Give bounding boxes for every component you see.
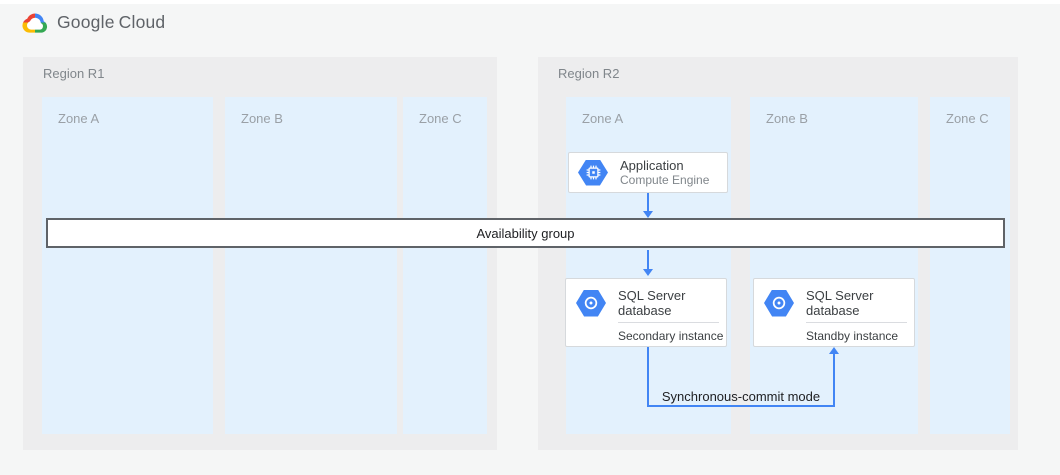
availability-group-band: Availability group bbox=[46, 218, 1005, 248]
band-to-sql-connector-line bbox=[647, 250, 649, 270]
application-card-title: Application bbox=[620, 158, 684, 173]
compute-engine-icon bbox=[578, 159, 608, 186]
zone-label: Zone B bbox=[241, 111, 283, 126]
top-strip bbox=[0, 0, 1060, 4]
region-r1-zone-b: Zone B bbox=[225, 97, 397, 434]
card-divider bbox=[618, 322, 719, 323]
arrow-up-icon bbox=[829, 347, 839, 354]
arrow-down-icon bbox=[643, 269, 653, 276]
sync-commit-connector-line bbox=[833, 354, 835, 407]
zone-label: Zone B bbox=[766, 111, 808, 126]
sync-commit-connector-line bbox=[647, 347, 649, 407]
sql-standby-card-title: SQL Server database bbox=[806, 288, 874, 318]
arrow-down-icon bbox=[643, 211, 653, 218]
zone-label: Zone C bbox=[946, 111, 989, 126]
zone-label: Zone A bbox=[58, 111, 100, 126]
sql-standby-instance-label: Standby instance bbox=[806, 329, 899, 343]
sync-commit-mode-label: Synchronous-commit mode bbox=[661, 389, 821, 404]
zone-label: Zone A bbox=[582, 111, 624, 126]
application-card-subtitle: Compute Engine bbox=[620, 173, 710, 187]
region-r1: Region R1 Zone A Zone B Zone C bbox=[23, 57, 497, 450]
card-divider bbox=[806, 322, 907, 323]
cloud-sql-icon bbox=[576, 289, 606, 317]
application-card: Application Compute Engine bbox=[568, 152, 728, 193]
sql-standby-card: SQL Server database Standby instance bbox=[753, 278, 915, 347]
sql-secondary-card-title: SQL Server database bbox=[618, 288, 686, 318]
region-r2-label: Region R2 bbox=[558, 66, 620, 81]
availability-group-label: Availability group bbox=[476, 225, 575, 241]
sql-secondary-card: SQL Server database Secondary instance bbox=[565, 278, 727, 347]
sync-commit-connector-line bbox=[647, 405, 835, 407]
region-r2-zone-c: Zone C bbox=[930, 97, 1010, 434]
region-r1-zone-c: Zone C bbox=[403, 97, 487, 434]
app-to-band-connector-line bbox=[647, 193, 649, 212]
sql-secondary-instance-label: Secondary instance bbox=[618, 329, 724, 343]
zone-label: Zone C bbox=[419, 111, 462, 126]
cloud-sql-icon bbox=[764, 289, 794, 317]
brand-google: Google bbox=[57, 12, 115, 32]
region-r1-zone-a: Zone A bbox=[42, 97, 213, 434]
google-cloud-logo-icon bbox=[22, 12, 48, 33]
region-r1-label: Region R1 bbox=[43, 66, 105, 81]
brand-cloud: Cloud bbox=[118, 12, 166, 32]
